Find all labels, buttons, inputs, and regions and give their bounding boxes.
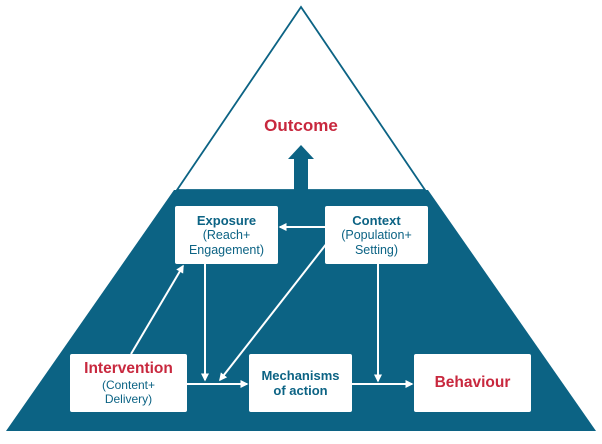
arrow-intervention-to-exposure: [130, 264, 184, 355]
intervention-title: Intervention: [84, 359, 173, 377]
behaviour-box: Behaviour: [414, 354, 531, 412]
behaviour-title: Behaviour: [434, 373, 511, 391]
context-title: Context: [352, 212, 401, 228]
exposure-box: Exposure (Reach+ Engagement): [175, 206, 278, 264]
exposure-title: Exposure: [196, 212, 257, 228]
outcome-arrow-head: [288, 145, 314, 159]
outcome-label: Outcome: [264, 116, 338, 135]
exposure-line1: (Reach+: [202, 227, 251, 242]
mechanisms-box: Mechanisms of action: [249, 354, 352, 412]
context-line2: Setting): [354, 242, 399, 257]
intervention-line2: Delivery): [104, 392, 153, 407]
mechanisms-line2: of action: [273, 383, 328, 398]
outcome-arrow-shaft: [294, 157, 308, 191]
mechanisms-line1: Mechanisms: [261, 367, 340, 383]
context-line1: (Population+: [341, 227, 412, 242]
intervention-box: Intervention (Content+ Delivery): [70, 354, 187, 412]
intervention-line1: (Content+: [101, 377, 156, 392]
exposure-line2: Engagement): [188, 242, 265, 257]
arrow-context-diagonal: [219, 228, 339, 382]
context-box: Context (Population+ Setting): [325, 206, 428, 264]
